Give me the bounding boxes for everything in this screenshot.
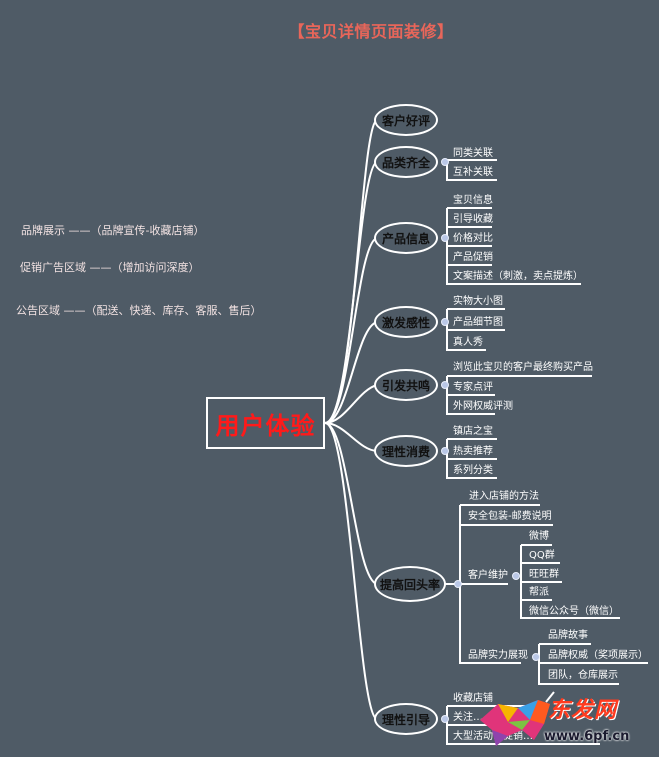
leaf: 品牌权威（奖项展示） [548, 650, 648, 661]
collapse-dot-icon[interactable] [441, 234, 449, 242]
leaf: 微信公众号（微信） [529, 606, 619, 617]
root-node: 用户体验 [206, 397, 325, 449]
node-product-info: 产品信息 [374, 222, 438, 254]
leaf: 系列分类 [453, 465, 493, 476]
leaf-customer-maintenance: 客户维护 [468, 570, 508, 581]
collapse-dot-icon[interactable] [441, 381, 449, 389]
node-label: 激发感性 [381, 315, 430, 330]
node-label: 理性引导 [381, 712, 430, 727]
leaf: 大型活动…促销… [453, 731, 533, 742]
leaf: 文案描述（刺激，卖点提炼） [453, 271, 583, 282]
node-label: 产品信息 [381, 231, 430, 246]
leaf: 团队，仓库展示 [548, 670, 618, 681]
node-rational-consumption: 理性消费 [374, 435, 438, 467]
page-title: 【宝贝详情页面装修】 [288, 22, 454, 41]
leaf-brand-strength: 品牌实力展现 [468, 650, 528, 661]
watermark-bull-logo-icon [480, 691, 555, 746]
collapse-dot-icon[interactable] [532, 653, 540, 661]
node-rational-guidance: 理性引导 [374, 703, 438, 735]
side-note-notice: 公告区域 ——（配送、快递、库存、客服、售后） [16, 304, 262, 317]
collapse-dot-icon[interactable] [454, 580, 462, 588]
leaf: 镇店之宝 [453, 426, 493, 437]
leaf: 宝贝信息 [453, 195, 493, 206]
collapse-dot-icon[interactable] [441, 158, 449, 166]
watermark-url: www.6pf.cn [544, 729, 630, 744]
node-label: 引发共鸣 [381, 378, 430, 393]
leaf: 旺旺群 [529, 569, 559, 580]
leaf: 浏览此宝贝的客户最终购买产品 [453, 362, 593, 373]
node-label: 客户好评 [381, 113, 430, 128]
leaf: 热卖推荐 [453, 446, 493, 457]
node-label: 品类齐全 [381, 155, 430, 170]
leaf: 引导收藏 [453, 214, 493, 225]
collapse-dot-icon[interactable] [441, 715, 449, 723]
leaf: 收藏店铺 [453, 693, 493, 704]
collapse-dot-icon[interactable] [441, 318, 449, 326]
side-note-brand: 品牌展示 ——（品牌宣传-收藏店铺） [21, 224, 205, 237]
leaf: 进入店铺的方法 [469, 491, 539, 502]
leaf: 安全包装-邮费说明 [468, 511, 552, 522]
node-label: 理性消费 [381, 444, 430, 459]
leaf: 产品促销 [453, 252, 493, 263]
collapse-dot-icon[interactable] [512, 572, 520, 580]
node-resonance: 引发共鸣 [374, 369, 438, 401]
leaf: 互补关联 [453, 167, 493, 178]
leaf: 专家点评 [453, 382, 493, 393]
node-return-rate: 提高回头率 [374, 566, 446, 602]
leaf: 帮派 [529, 587, 549, 598]
leaf: QQ群 [529, 550, 555, 561]
collapse-dot-icon[interactable] [441, 447, 449, 455]
leaf: 关注… [453, 712, 483, 723]
leaf: 真人秀 [453, 337, 483, 348]
leaf: 产品细节图 [453, 317, 503, 328]
watermark-brand: 东发网 [548, 698, 618, 723]
leaf: 微博 [529, 531, 549, 542]
leaf: 实物大小图 [453, 296, 503, 307]
leaf: 价格对比 [453, 233, 493, 244]
node-full-category: 品类齐全 [374, 146, 438, 178]
side-note-promo: 促销广告区域 ——（增加访问深度） [20, 261, 200, 274]
leaf: 同类关联 [453, 148, 493, 159]
node-emotional: 激发感性 [374, 306, 438, 338]
node-label: 提高回头率 [379, 577, 440, 592]
root-label: 用户体验 [215, 411, 316, 440]
leaf: 外网权威评测 [453, 401, 513, 412]
leaf: 品牌故事 [548, 630, 588, 641]
node-customer-reviews: 客户好评 [374, 104, 438, 136]
